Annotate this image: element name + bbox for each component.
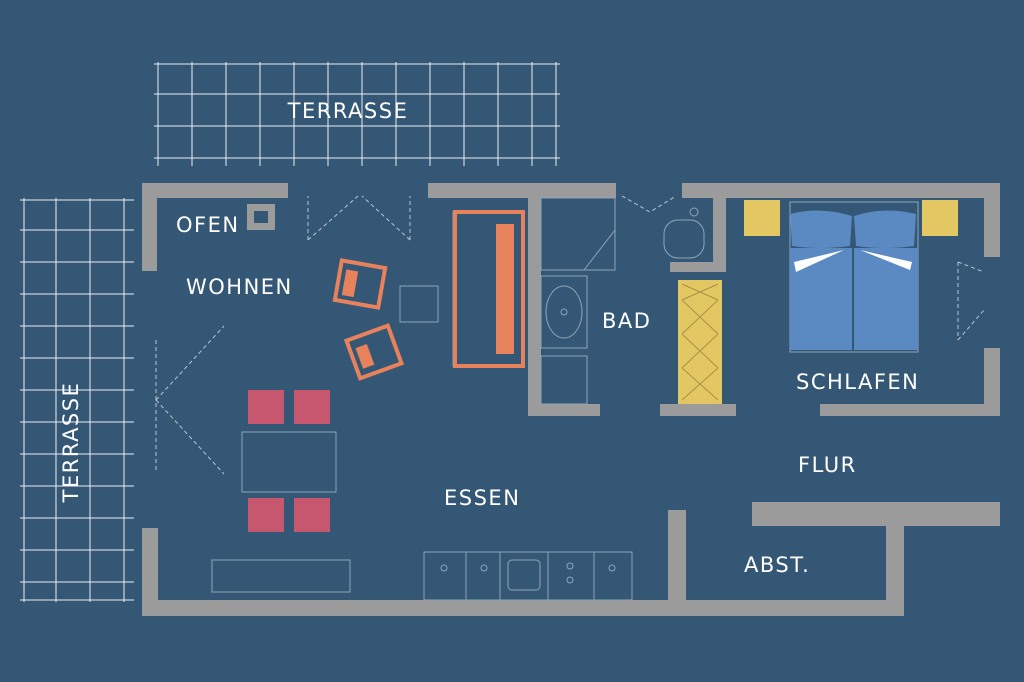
abst-label: ABST. [744, 553, 810, 577]
wohnen-label: WOHNEN [186, 275, 293, 299]
kitchen-counter [423, 551, 633, 601]
door-swings [155, 195, 985, 475]
terrace-top-tiles [154, 62, 560, 166]
bed [789, 201, 919, 353]
bathroom-fixtures [540, 197, 705, 405]
terrace-top-label: TERRASSE [287, 99, 409, 123]
essen-label: ESSEN [444, 486, 520, 510]
schlafen-label: SCHLAFEN [796, 370, 919, 394]
flur-label: FLUR [798, 453, 857, 477]
sideboard [211, 559, 351, 593]
nightstand [744, 200, 958, 236]
wardrobe [678, 280, 722, 404]
sofa [452, 210, 525, 368]
ofen-label: OFEN [176, 213, 240, 237]
terrace-left-label: TERRASSE [59, 382, 83, 504]
dining-table [241, 431, 337, 493]
terrace-left-tiles [20, 198, 134, 602]
walls [142, 183, 1000, 616]
dining-chair [248, 390, 330, 532]
armchair [332, 258, 405, 381]
bad-label: BAD [602, 309, 651, 333]
side-table [399, 285, 439, 323]
